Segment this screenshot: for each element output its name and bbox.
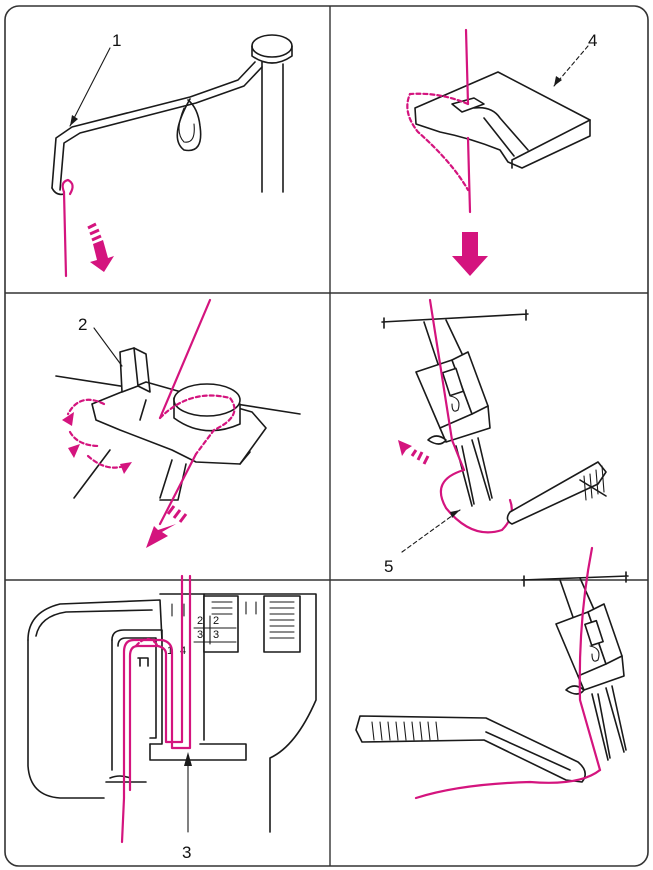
guide-mark: 2 [213,615,219,627]
arrow-up-left-icon [398,440,428,464]
guide-mark: 3 [213,629,219,641]
thread-line [468,138,470,212]
tweezers [356,716,585,782]
arrow-up-icon [184,752,192,832]
tweezers [507,462,606,524]
panel-2-guide-plate: 4 [407,30,597,276]
callout-leader [70,48,110,126]
arrow-down-icon [452,232,488,276]
callout-leader [402,510,460,552]
callout-leader [94,328,122,366]
thread-line [64,192,66,276]
callout-number: 1 [112,31,121,50]
panel-5-machine-front: 2 2 3 3 1 4 3 [28,576,316,862]
guide-mark: 3 [197,629,203,641]
callout-number: 5 [384,557,393,576]
panel-4-needle-clamp: 5 [382,300,606,576]
panel-3-tension-disc: 2 [56,300,300,548]
thread-loop [441,470,512,532]
arrow-down-icon [88,224,114,272]
callout-number: 4 [588,31,597,50]
thread-loop [63,180,73,194]
callout-number: 3 [182,843,191,862]
panel-1-thread-guide: 1 [52,31,292,276]
callout-number: 2 [78,315,87,334]
guide-mark: 2 [197,615,203,627]
panel-6-needle-threading [356,548,628,798]
